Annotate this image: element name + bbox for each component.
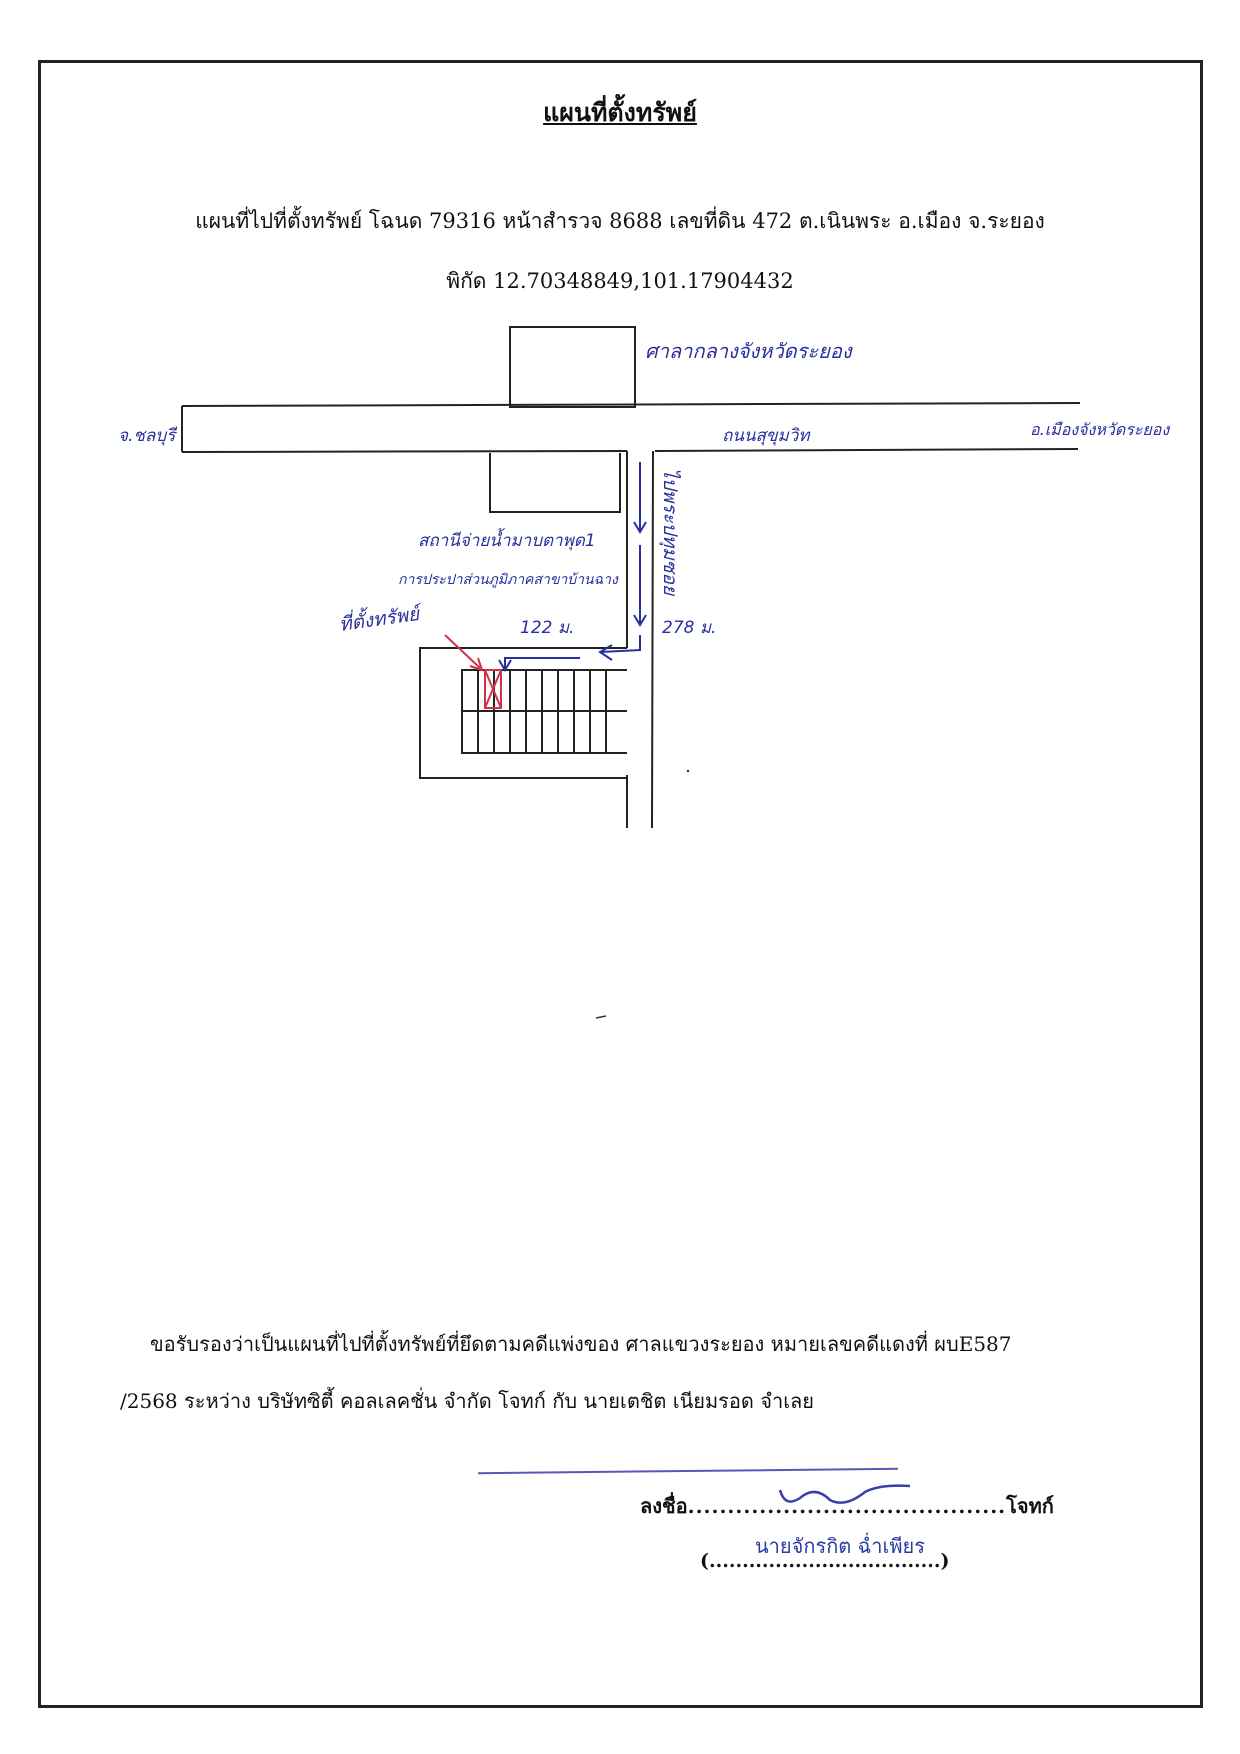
route-arrows <box>498 462 647 672</box>
document-title: แผนที่ตั้งทรัพย์ <box>543 98 697 127</box>
property-arrow <box>444 634 481 669</box>
signature-line: ลงชื่อ..................................… <box>640 1494 1054 1518</box>
certification-line-1: ขอรับรองว่าเป็นแผนที่ไปที่ตั้งทรัพย์ที่ย… <box>150 1332 1012 1356</box>
main-road-bottom-edge-left <box>181 450 628 453</box>
coordinates-text: พิกัด 12.70348849,101.17904432 <box>446 269 794 293</box>
side-road-right-edge <box>651 450 654 829</box>
main-road-bottom-edge-right <box>654 448 1079 452</box>
main-road-label: ถนนสุขุมวิท <box>722 426 811 446</box>
document-subtitle: แผนที่ไปที่ตั้งทรัพย์ โฉนด 79316 หน้าสำร… <box>195 209 1045 233</box>
page-border <box>38 60 1203 1708</box>
building-provincial-hall <box>509 326 636 408</box>
side-road-label: ไปพระปทุมซอย <box>659 468 682 597</box>
distance-122: 122 ม. <box>520 618 574 638</box>
facility-label-2: การประปาส่วนภูมิภาคสาขาบ้านฉาง <box>398 572 619 588</box>
signer-name: นายจักรกิต ฉ่ำเพียร <box>755 1534 925 1558</box>
property-arrow-head <box>469 657 484 672</box>
signer-name-line: (...................................) <box>700 1550 950 1572</box>
building-label: ศาลากลางจังหวัดระยอง <box>645 339 853 363</box>
main-road-top-edge <box>181 402 1081 407</box>
certification-line-2: /2568 ระหว่าง บริษัทซิตี้ คอลเลคชั่น จำก… <box>120 1389 815 1413</box>
property-label: ที่ตั้งทรัพย์ <box>337 598 424 636</box>
left-road-label: จ.ชลบุรี <box>118 426 178 446</box>
plot-subdivisions <box>477 670 607 753</box>
property-marker <box>484 669 502 709</box>
stray-mark <box>595 1015 607 1019</box>
stray-dot <box>686 769 690 773</box>
facility-label-1: สถานีจ่ายน้ำมาบตาพุด1 <box>418 527 596 551</box>
facility-block <box>489 453 621 513</box>
soi-outer <box>419 647 627 779</box>
distance-278: 278 ม. <box>662 618 716 638</box>
property-marker-cross <box>484 669 502 709</box>
signature-scribble <box>778 1484 911 1504</box>
right-road-label: อ.เมืองจังหวัดระยอง <box>1030 420 1170 439</box>
